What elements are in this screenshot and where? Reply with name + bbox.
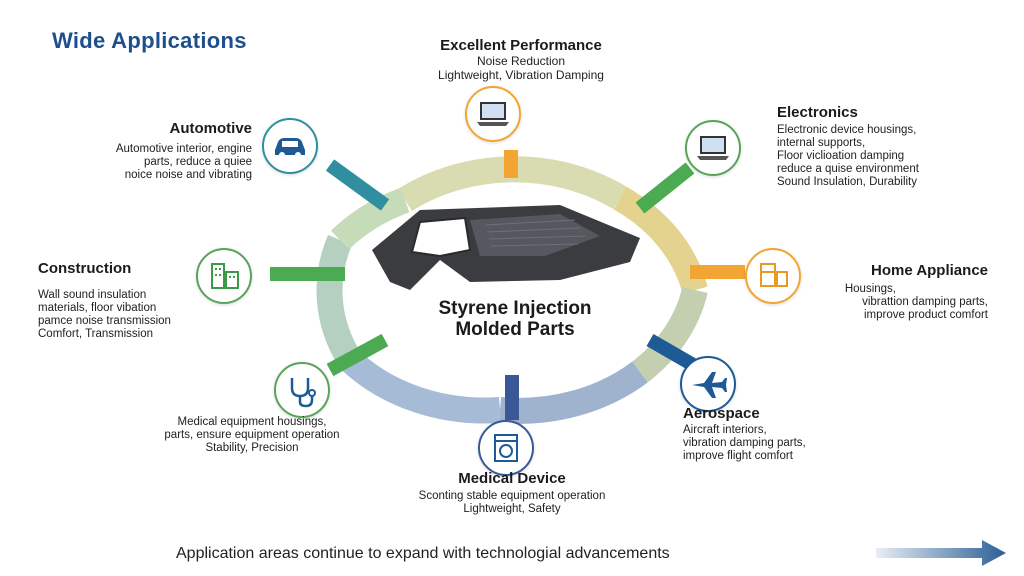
node-construction: Construction Wall sound insulation mater… [38,260,171,341]
node-performance-line: Noise Reduction [476,54,566,68]
node-home-appliance-line: improve product comfort [864,309,988,321]
node-automotive-line: noice noise and vibrating [124,169,252,181]
appliance-icon [745,248,801,304]
node-construction-title: Construction [38,260,132,277]
node-performance: Excellent Performance Noise Reduction Li… [380,37,662,82]
center-label-line2: Molded Parts [455,319,575,340]
airplane-icon [680,356,736,412]
connector-electronics [635,162,695,214]
ring-segment-bottom-right [498,361,648,424]
node-electronics-line: Electronic device housings, [777,124,917,136]
node-electronics-line: Floor viclioation damping [777,150,905,162]
center-label: Styrene Injection Molded Parts [380,298,650,340]
node-construction-line: pamce noise transmission [38,315,171,327]
node-home-appliance-line: Housings, [844,283,896,295]
node-automotive-title: Automotive [169,120,253,137]
washing-machine-icon [478,420,534,476]
connector-medical-left [326,333,389,377]
node-aerospace-line: improve flight comfort [683,450,793,462]
node-medical-device: Medical Device Sconting stable equipment… [370,470,654,516]
node-construction-line: Comfort, Transmission [38,328,154,340]
node-medical-equipment: Medical equipment housings, parts, ensur… [130,416,374,455]
node-electronics-title: Electronics [777,104,858,121]
node-electronics-line: reduce a quise environment [777,163,919,175]
node-aerospace-line: vibration damping parts, [683,437,806,449]
ring-segment-right [631,286,708,383]
node-aerospace-line: Aircraft interiors, [683,424,767,436]
ring-segment-left [316,234,362,367]
center-label-line1: Styrene Injection [438,298,592,319]
node-aerospace: Aerospace Aircraft interiors, vibration … [683,405,806,463]
laptop-icon [685,120,741,176]
ring-segment-top-left [330,187,410,250]
node-medical-equipment-line: parts, ensure equipment operation [164,429,340,441]
node-automotive: Automotive Automotive interior, engine p… [40,120,252,182]
node-home-appliance: Home Appliance Housings, vibrattion damp… [800,262,988,322]
footer-note: Application areas continue to expand wit… [176,545,670,562]
node-electronics-line: internal supports, [777,137,866,149]
node-automotive-line: Automotive interior, engine [115,143,252,155]
node-medical-device-line: Sconting stable equipment operation [418,490,606,502]
ring-segment-bottom [341,350,501,424]
node-medical-device-line: Lightweight, Safety [463,503,561,515]
node-performance-title: Excellent Performance [440,37,602,54]
node-medical-equipment-line: Stability, Precision [205,442,299,454]
node-medical-device-title: Medical Device [458,470,566,487]
node-home-appliance-line: vibrattion damping parts, [862,296,988,308]
node-aerospace-title: Aerospace [683,405,760,422]
building-icon [196,248,252,304]
node-construction-line: Wall sound insulation [38,289,147,301]
connector-aerospace [646,333,699,373]
node-performance-line: Lightweight, Vibration Damping [438,68,604,82]
arrow-right-icon [876,540,1006,566]
node-electronics: Electronics Electronic device housings, … [777,104,919,189]
node-automotive-line: parts, reduce a quiee [143,156,252,168]
molded-part-image [372,205,640,290]
laptop-icon [465,86,521,142]
stethoscope-icon [274,362,330,418]
node-medical-equipment-line: Medical equipment housings, [177,416,327,428]
page-title: Wide Applications [52,28,247,53]
node-electronics-line: Sound Insulation, Durability [777,176,917,188]
car-icon [262,118,318,174]
node-construction-line: materials, floor vibation [38,302,157,314]
node-home-appliance-title: Home Appliance [871,262,988,279]
connector-automotive [325,159,390,211]
